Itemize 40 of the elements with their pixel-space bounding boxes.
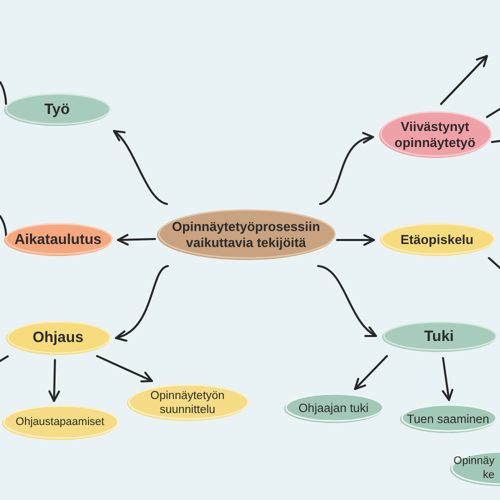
arrow [319, 133, 374, 205]
topic-ellipse [398, 403, 498, 435]
node-label: Etäopiskelu [400, 232, 474, 248]
arrow [442, 357, 454, 401]
topic-ellipse [2, 92, 112, 128]
topic-ellipse [155, 208, 337, 262]
arrow [48, 358, 60, 402]
topic-ellipse [125, 383, 250, 423]
topic-ellipse [2, 222, 114, 258]
node-label: Aikataulutus [14, 230, 102, 250]
arrow [96, 355, 153, 382]
topic-ellipse [378, 222, 496, 258]
arrow [440, 55, 488, 105]
arrow [354, 355, 388, 390]
connector-line [490, 140, 500, 143]
arrow [115, 265, 169, 340]
node-label: Tuki [424, 328, 454, 346]
arrow [317, 265, 377, 337]
arrow [117, 234, 156, 246]
topic-ellipse [0, 404, 120, 442]
node-label: Opinnäytetyöprosessiin vaikuttavia tekijöitä [170, 218, 322, 252]
node-label: Opinnäy ke [452, 455, 494, 483]
connector-line [486, 108, 500, 118]
topic-ellipse [380, 320, 498, 354]
connector-line [0, 355, 9, 362]
connector-line [0, 81, 7, 105]
node-label: Työ [44, 100, 70, 120]
node-label: Ohjaajan tuki [298, 401, 369, 416]
topic-ellipse [282, 392, 385, 425]
connector-line [0, 215, 8, 237]
arrow [112, 130, 168, 205]
node-label: Tuen saaminen [406, 412, 490, 426]
topic-ellipse [4, 320, 112, 357]
node-label: Opinnäytetyön suunnittelu [149, 388, 226, 418]
arrow [336, 234, 375, 246]
node-label: Ohjaustapaamiset [16, 416, 104, 430]
connector-line [488, 257, 500, 269]
topic-ellipse [377, 110, 493, 160]
node-label: Viivästynyt opinnäytetyö [394, 118, 476, 152]
node-label: Ohjaus [32, 329, 84, 348]
